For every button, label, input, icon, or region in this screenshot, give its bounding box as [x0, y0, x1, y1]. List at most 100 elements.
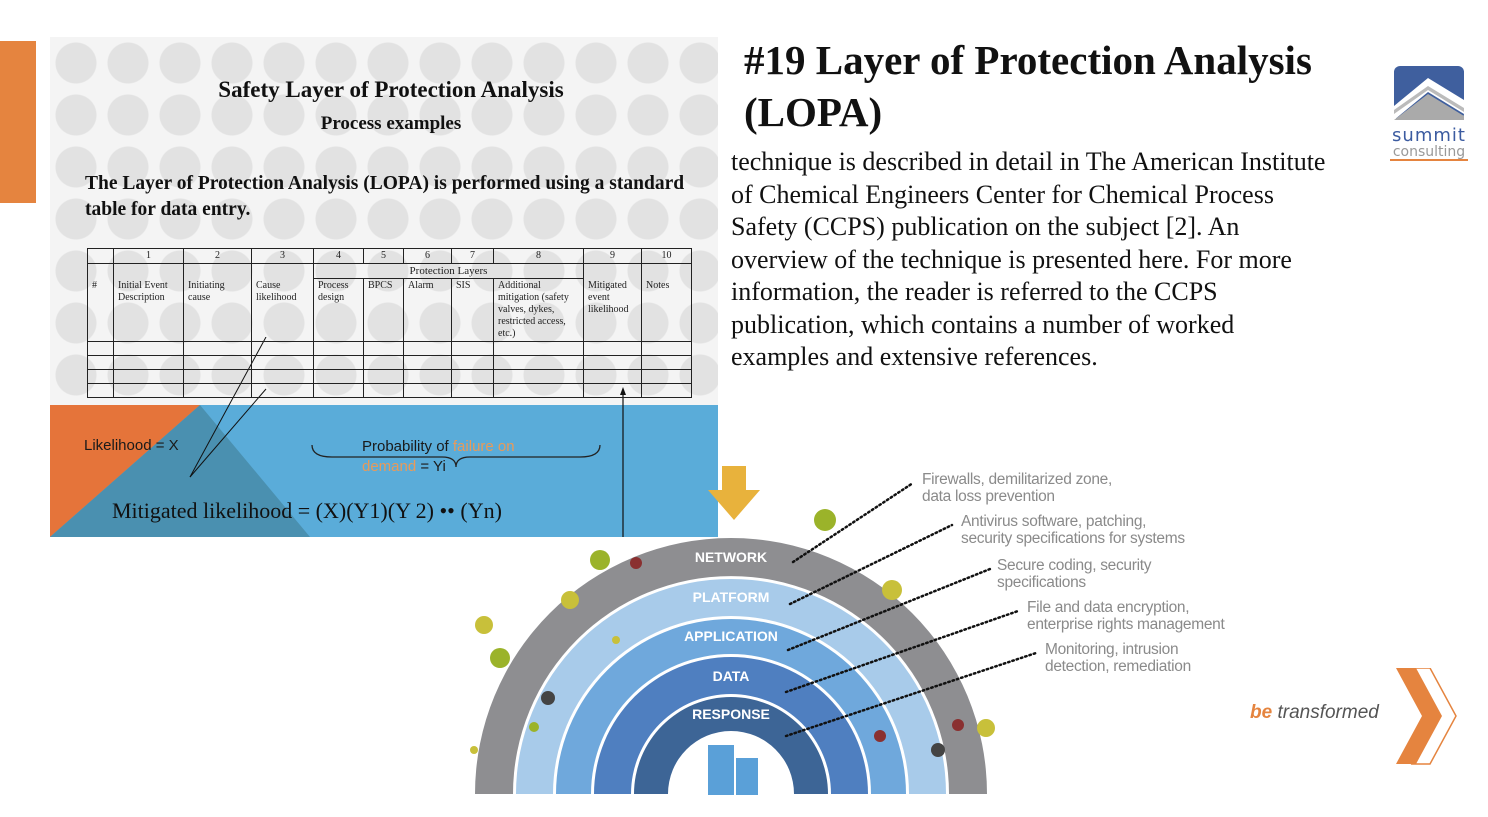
formula: Mitigated likelihood = (X)(Y1)(Y 2) •• (…	[112, 498, 502, 523]
accent-bar	[0, 41, 36, 203]
table-cell	[493, 383, 584, 398]
table-cell	[313, 341, 364, 356]
column-header: Alarm	[403, 278, 452, 342]
virus-icon	[952, 719, 964, 731]
probability-highlight: demand	[362, 458, 417, 475]
table-cell	[641, 383, 692, 398]
table-cell	[403, 341, 452, 356]
virus-icon	[874, 730, 886, 742]
logo-subtext: consulting	[1390, 145, 1468, 161]
summit-logo: summit consulting	[1390, 66, 1468, 161]
probability-suffix: = Yi	[416, 458, 446, 475]
table-row	[87, 341, 692, 356]
table-cell	[183, 369, 252, 384]
table-cell	[641, 341, 692, 356]
column-header: #	[87, 278, 114, 342]
table-cell	[363, 383, 404, 398]
table-cell	[113, 369, 184, 384]
table-cell	[641, 263, 692, 279]
table-cell	[493, 369, 584, 384]
table-cell	[583, 263, 642, 279]
slide-title: #19 Layer of Protection Analysis (LOPA)	[744, 37, 1312, 135]
column-number: 9	[583, 248, 642, 264]
table-cell	[251, 369, 314, 384]
virus-icon	[529, 722, 539, 732]
annotation-line: File and data encryption,	[1027, 599, 1190, 616]
virus-icon	[977, 719, 995, 737]
table-cell	[251, 341, 314, 356]
column-header: Initiating cause	[183, 278, 252, 342]
virus-icon	[470, 746, 478, 754]
table-cell	[493, 341, 584, 356]
chevron-logo-icon	[1396, 668, 1457, 765]
column-number: 5	[363, 248, 404, 264]
layer-label: DATA	[713, 668, 750, 684]
column-header: Cause likelihood	[251, 278, 314, 342]
likelihood-label: Likelihood = X	[84, 437, 179, 454]
virus-icon	[490, 648, 510, 668]
table-cell	[87, 263, 114, 279]
table-cell	[313, 383, 364, 398]
group-header-row: Protection Layers	[87, 263, 692, 279]
virus-icons	[470, 509, 995, 757]
table-cell	[403, 355, 452, 370]
layer-ring	[475, 538, 987, 794]
table-cell	[251, 263, 314, 279]
column-number: 8	[493, 248, 584, 264]
leader-line	[791, 481, 915, 564]
leader-line	[784, 651, 1038, 738]
mountain-icon	[1394, 66, 1464, 120]
table-cell	[451, 355, 494, 370]
layer-label: NETWORK	[695, 549, 767, 565]
image-description: The Layer of Protection Analysis (LOPA) …	[85, 173, 685, 220]
column-number: 6	[403, 248, 452, 264]
column-header: BPCS	[363, 278, 404, 342]
annotation-line: security specifications for systems	[961, 530, 1185, 547]
table-cell	[87, 383, 114, 398]
column-number: 2	[183, 248, 252, 264]
column-header: Mitigated event likelihood	[583, 278, 642, 342]
table-cell	[403, 369, 452, 384]
annotation-line: specifications	[997, 574, 1086, 591]
table-cell	[313, 369, 364, 384]
table-cell	[363, 355, 404, 370]
virus-icon	[612, 636, 620, 644]
annotation-line: detection, remediation	[1045, 658, 1191, 675]
table-row	[87, 355, 692, 370]
table-cell	[451, 341, 494, 356]
column-header: Additional mitigation (safety valves, dy…	[493, 278, 584, 342]
table-cell	[251, 355, 314, 370]
column-header: Initial Event Description	[113, 278, 184, 342]
table-row	[87, 383, 692, 398]
virus-icon	[814, 509, 836, 531]
tagline-rest: transformed	[1272, 702, 1379, 723]
table-cell	[113, 341, 184, 356]
probability-prefix: Probability of	[362, 438, 453, 455]
table-row	[87, 369, 692, 384]
probability-highlight: failure on	[452, 438, 515, 455]
layer-ring	[516, 579, 946, 794]
column-header: SIS	[451, 278, 494, 342]
layer-label: RESPONSE	[692, 706, 770, 722]
leader-line	[786, 567, 992, 652]
column-number: 3	[251, 248, 314, 264]
virus-icon	[931, 743, 945, 757]
table-cell	[363, 341, 404, 356]
lopa-image: Safety Layer of Protection Analysis Proc…	[50, 37, 718, 537]
table-cell	[183, 263, 252, 279]
layer-label: PLATFORM	[693, 589, 770, 605]
virus-icon	[590, 550, 610, 570]
layer-annotation: Antivirus software, patching,security sp…	[961, 513, 1185, 547]
image-subtitle: Process examples	[320, 113, 462, 134]
table-cell	[403, 383, 452, 398]
table-cell	[313, 355, 364, 370]
table-cell	[583, 355, 642, 370]
building-icon	[708, 745, 758, 795]
down-arrow-icon	[708, 466, 760, 520]
table-cell	[583, 369, 642, 384]
table-cell	[251, 383, 314, 398]
tagline: be transformed	[1250, 702, 1379, 724]
column-header: Process design	[313, 278, 364, 342]
table-cell	[363, 369, 404, 384]
table-cell	[583, 383, 642, 398]
